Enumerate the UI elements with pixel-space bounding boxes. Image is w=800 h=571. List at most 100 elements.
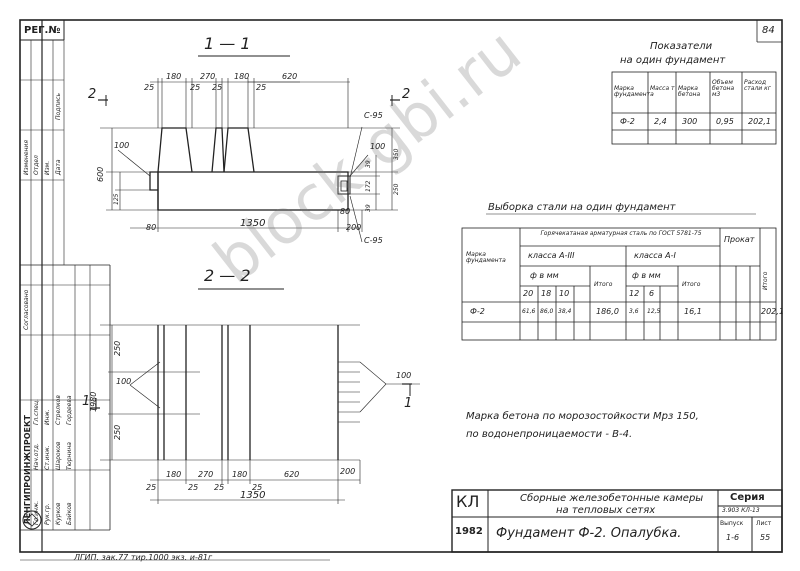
stamp-role-3: Гл.спец. <box>33 399 40 425</box>
stamp-name-2: Шароков <box>55 441 62 470</box>
steel-d-6: 6 <box>649 289 655 298</box>
stamp-role-5: Ст.инж. <box>44 445 51 470</box>
dim-22-25c: 25 <box>214 483 225 492</box>
reg-no-label: РЕГ.№ <box>24 25 61 36</box>
indicators-title-1: Показатели <box>650 41 713 52</box>
cut-1-left: 1 <box>82 394 91 409</box>
steel-v-20: 61,6 <box>522 308 536 315</box>
stamp-col-4: Подпись <box>55 93 62 120</box>
steel-table-grid <box>461 227 777 341</box>
tb-vypusk-label: Выпуск <box>720 520 744 527</box>
dim-22-25b: 25 <box>188 483 199 492</box>
stamp-org: ЛЕНГИПРОИНЖПРОЕКТ <box>23 415 32 525</box>
title-block-grid <box>451 489 783 553</box>
dim-22-180a: 180 <box>166 470 182 479</box>
stamp-col-3: Дата <box>55 159 62 175</box>
steel-diam-a3: ф в мм <box>530 271 559 280</box>
dim-11-200: 200 <box>346 223 362 232</box>
dim-22-620: 620 <box>284 470 300 479</box>
dim-22-200: 200 <box>340 467 356 476</box>
dim-22-25d: 25 <box>252 483 263 492</box>
dim-11-620: 620 <box>282 72 298 81</box>
tb-year: 1982 <box>455 526 483 537</box>
steel-diam-a1: ф в мм <box>632 271 661 280</box>
stamp-role-1: Гл.инж. <box>33 500 40 525</box>
steel-title: Выборка стали на один фундамент <box>488 202 676 213</box>
sheet-corner-number: 84 <box>762 25 775 36</box>
dim-11-125: 125 <box>113 193 120 205</box>
dim-22-270: 270 <box>198 470 214 479</box>
tb-desc-1: Сборные железобетонные камеры <box>520 493 704 504</box>
dim-11-100r: 100 <box>370 142 386 151</box>
dim-11-c95a: С-95 <box>364 111 383 120</box>
ind-h-mark: Марка фундамента <box>614 85 654 98</box>
dim-11-172: 172 <box>365 180 372 192</box>
steel-d-12: 12 <box>629 289 640 298</box>
ind-h-mass: Масса т <box>650 85 675 92</box>
ind-row-steel: 202,1 <box>748 117 771 126</box>
ind-h-steel: Расход стали кг <box>744 79 771 92</box>
steel-total-a1: Итого <box>682 281 701 288</box>
ind-h-volume: Объем бетона м3 <box>712 79 735 98</box>
dim-22-180b: 180 <box>232 470 248 479</box>
dim-22-250b: 250 <box>113 424 122 440</box>
dim-22-25a: 25 <box>146 483 157 492</box>
stamp-agreed: Согласовано <box>23 289 30 330</box>
stamp-role-2: Нач.отд. <box>33 443 40 470</box>
ind-row-mass: 2,4 <box>654 117 667 126</box>
ind-row-volume: 0,95 <box>716 117 734 126</box>
stamp-changes: Изменения <box>23 140 30 175</box>
print-note: ЛГИП. зак.77 тир.1000 экз. и-81г <box>74 553 213 562</box>
steel-v-total-a1: 16,1 <box>684 307 702 316</box>
steel-col-mark: Марка фундамента <box>466 251 506 264</box>
dim-22-1980: 1980 <box>89 391 98 412</box>
section-2-2-title: 2 — 2 <box>204 266 251 285</box>
section-2-2-dims <box>90 324 420 504</box>
section-2-2-drawing <box>157 325 339 460</box>
steel-v-6: 12,5 <box>647 308 661 315</box>
stamp-name-3: Стрелков <box>55 395 62 425</box>
dim-11-c95b: С-95 <box>364 236 383 245</box>
steel-v-total-a3: 186,0 <box>596 307 619 316</box>
dim-11-250: 250 <box>393 183 400 195</box>
tb-drawing-title: Фундамент Ф-2. Опалубка. <box>496 526 682 541</box>
tb-kl: КЛ <box>456 492 480 511</box>
stamp-role-4: Рук.гр. <box>44 503 51 525</box>
cut-2-left: 2 <box>88 87 97 102</box>
dim-11-80a: 80 <box>146 223 157 232</box>
steel-total-a3: Итого <box>594 281 613 288</box>
dim-22-250a: 250 <box>113 340 122 356</box>
stamp-col-2: Изм. <box>44 160 51 175</box>
dim-22-100r: 100 <box>396 371 412 380</box>
stamp-name-6: Гордеева <box>66 395 73 425</box>
dim-22-1350: 1350 <box>240 490 266 501</box>
tb-seria-label: Серия <box>730 492 765 503</box>
ind-h-concrete: Марка бетона <box>678 85 701 98</box>
dim-22-100: 100 <box>116 377 132 386</box>
steel-v-10: 38,4 <box>558 308 572 315</box>
stamp-name-1: Курков <box>55 502 62 525</box>
steel-class-a1: класса А-I <box>634 251 676 260</box>
steel-row-mark: Ф-2 <box>470 307 485 316</box>
dim-11-100: 100 <box>114 141 130 150</box>
dim-11-1350: 1350 <box>240 218 266 229</box>
note-line-2: по водонепроницаемости - В-4. <box>466 429 633 440</box>
dim-11-600: 600 <box>96 166 105 182</box>
indicators-title-2: на один фундамент <box>620 55 726 66</box>
dim-11-25c: 25 <box>212 83 223 92</box>
steel-class-a3: класса А-III <box>528 251 575 260</box>
steel-d-20: 20 <box>523 289 534 298</box>
stamp-role-6: Инж. <box>44 409 51 425</box>
section-1-1-dims <box>98 78 400 243</box>
steel-group-rolled: Горячекатаная арматурная сталь по ГОСТ 5… <box>540 230 702 237</box>
section-1-1-title: 1 — 1 <box>204 34 251 53</box>
dim-11-270: 270 <box>200 72 216 81</box>
stamp-name-5: Тюрнина <box>66 442 73 470</box>
dim-11-39b: 39 <box>365 204 372 212</box>
steel-grand-total-h: Итого <box>762 271 769 290</box>
tb-desc-2: на тепловых сетях <box>556 505 656 516</box>
tb-list-value: 55 <box>760 533 771 542</box>
dim-11-80b: 80 <box>340 207 351 216</box>
dim-11-39a: 39 <box>365 160 372 168</box>
dim-11-25d: 25 <box>256 83 267 92</box>
